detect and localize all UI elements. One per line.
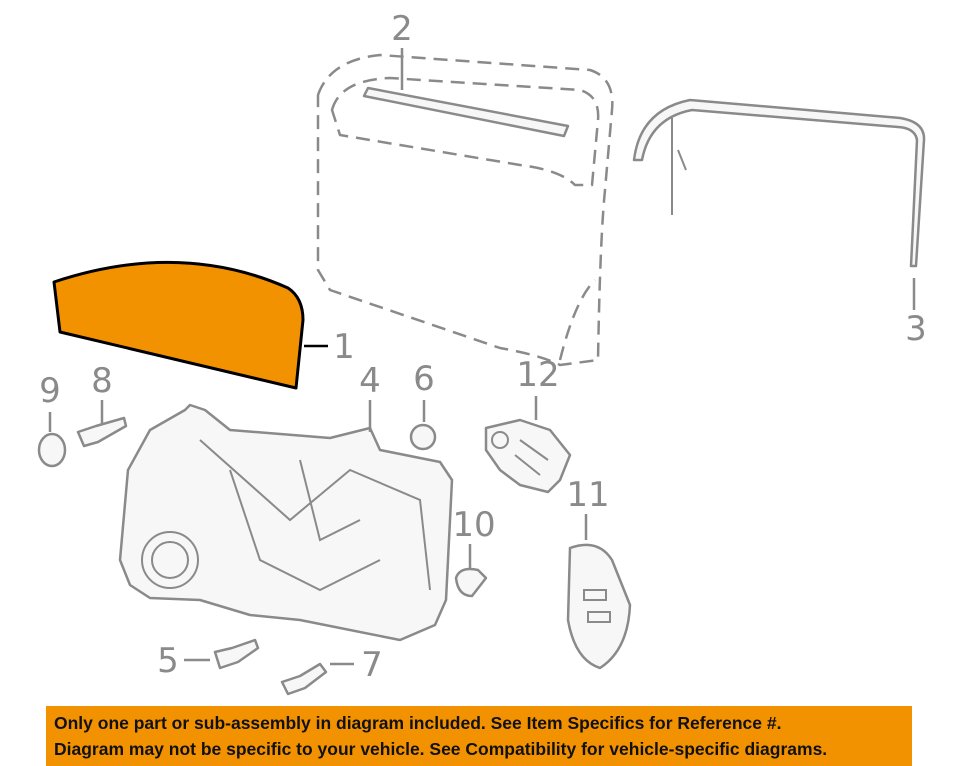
retainer-pin: [280, 662, 328, 696]
callout-3: 3: [905, 309, 927, 349]
o-ring: [37, 432, 67, 468]
disclaimer-line-2: Diagram may not be specific to your vehi…: [54, 739, 828, 759]
callout-9: 9: [39, 371, 61, 411]
callout-8: 8: [91, 361, 113, 401]
glass-run-channel: [632, 98, 926, 268]
callout-4: 4: [359, 361, 381, 401]
bolt: [76, 416, 128, 448]
door-shell: [316, 53, 614, 367]
push-clip: [213, 638, 260, 670]
window-motor: [484, 418, 572, 494]
callout-2: 2: [391, 9, 413, 49]
callout-5: 5: [157, 641, 179, 681]
door-seal-insert: [566, 543, 632, 670]
disclaimer-banner: Only one part or sub-assembly in diagram…: [46, 706, 912, 766]
belt-molding: [362, 86, 570, 138]
door-glass-highlight: [52, 260, 305, 390]
callout-6: 6: [413, 359, 435, 399]
callout-11: 11: [566, 475, 609, 515]
plug: [454, 567, 488, 598]
disclaimer-line-1: Only one part or sub-assembly in diagram…: [54, 713, 782, 733]
callout-10: 10: [452, 505, 495, 545]
door-glass: [52, 260, 305, 390]
callout-12: 12: [516, 355, 559, 395]
window-regulator: [118, 403, 454, 642]
callout-1: 1: [333, 327, 355, 367]
grommet: [409, 423, 437, 451]
callout-7: 7: [361, 645, 383, 685]
